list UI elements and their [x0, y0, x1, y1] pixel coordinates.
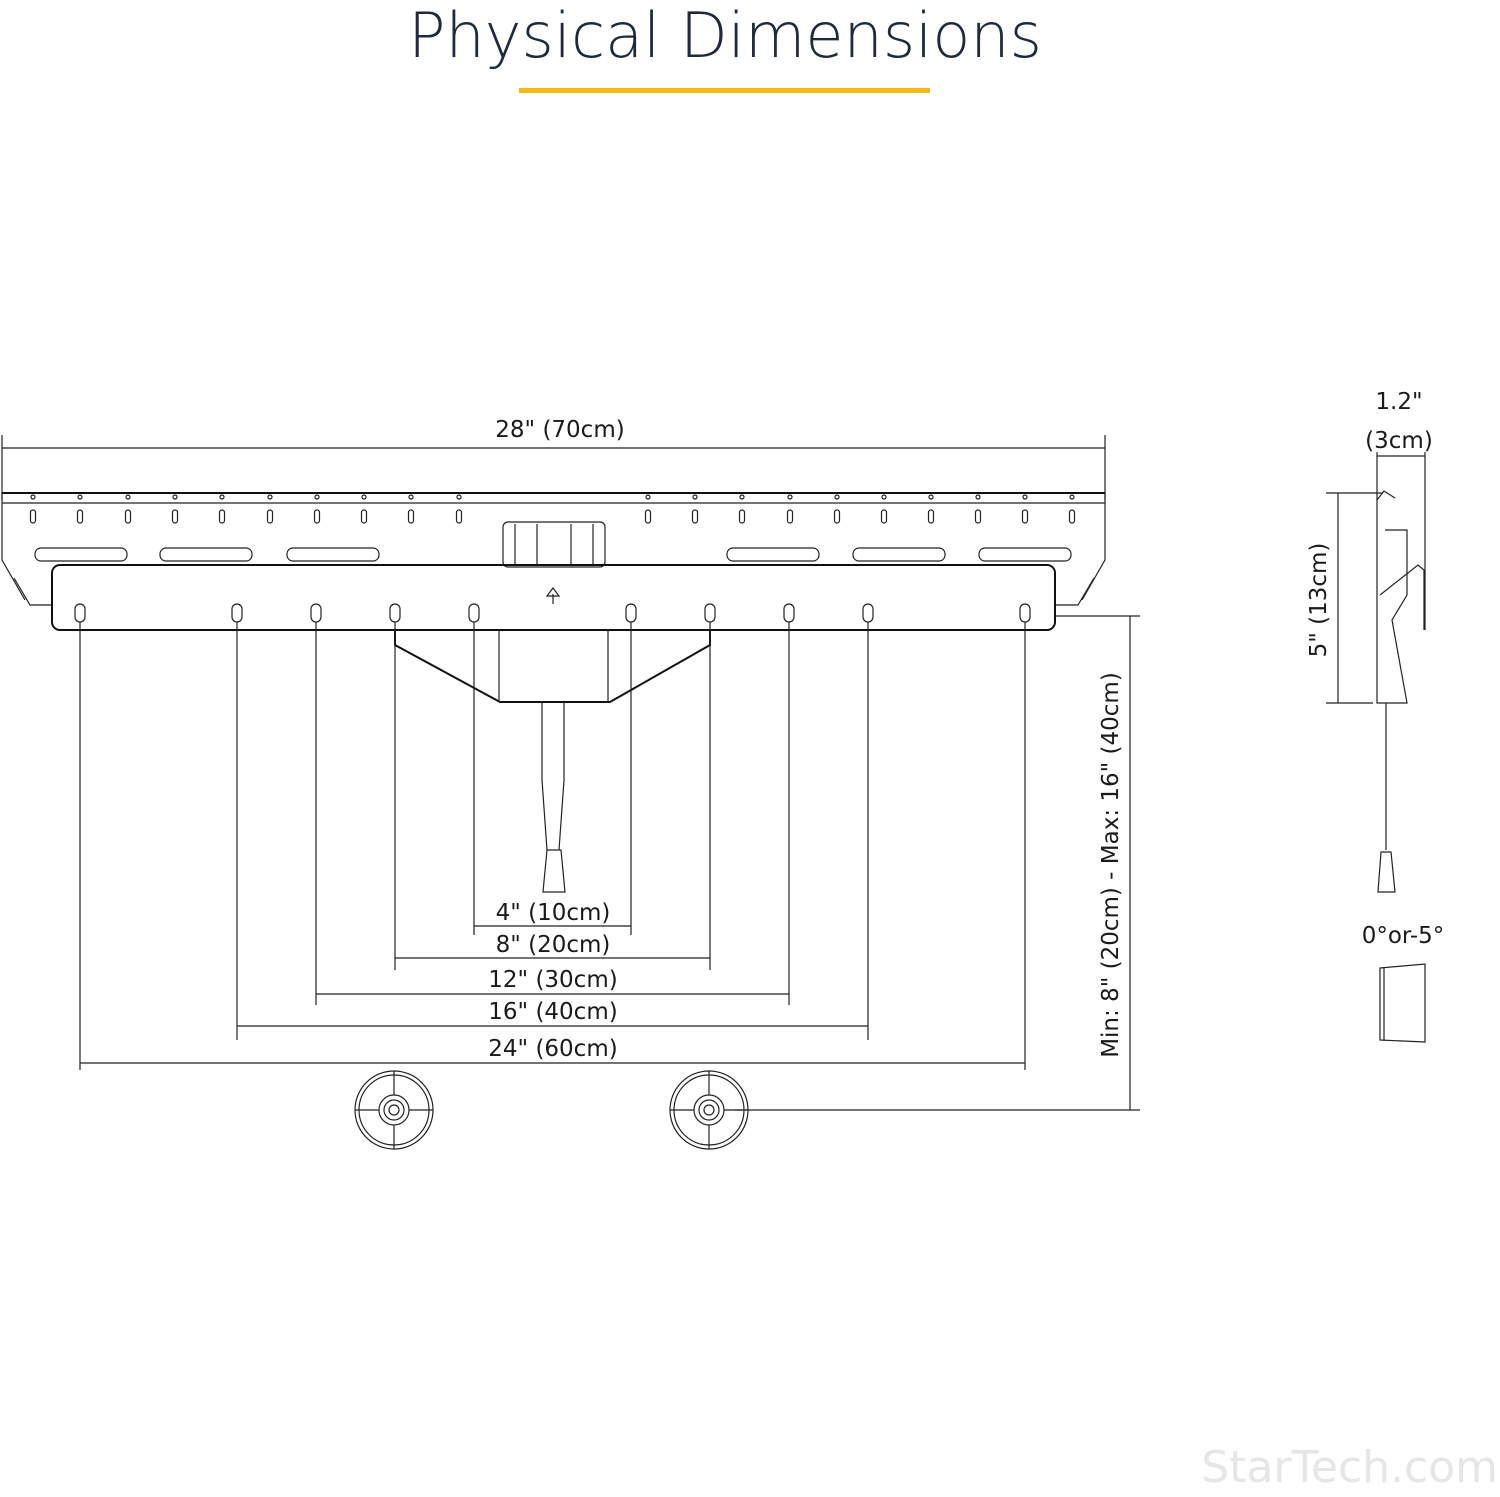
mounting-hole — [456, 494, 462, 500]
mounting-hole — [408, 494, 414, 500]
vesa-hole — [74, 603, 86, 623]
mounting-hole — [361, 494, 367, 500]
overall-width-label: 28" (70cm) — [495, 417, 624, 443]
vesa-4-label: 4" (10cm) — [496, 900, 611, 926]
mounting-slot — [833, 509, 841, 524]
depth-label-in: 1.2" — [1375, 389, 1422, 415]
wheel — [354, 1070, 434, 1150]
mounting-hole — [928, 494, 934, 500]
side-view: 1.2" (3cm) 5" (13cm) 0°or-5° — [1306, 389, 1445, 1043]
mounting-slot — [360, 509, 368, 524]
mounting-hole — [267, 494, 273, 500]
mounting-slot — [407, 509, 415, 524]
title-underline — [519, 88, 930, 93]
mounting-slot — [644, 509, 652, 524]
mounting-hole — [834, 494, 840, 500]
mounting-slot — [76, 509, 84, 524]
tv-bracket-plate — [51, 564, 1056, 1070]
wheel — [669, 1070, 749, 1150]
mounting-hole — [125, 494, 131, 500]
mounting-slot — [691, 509, 699, 524]
vesa-hole — [862, 603, 874, 623]
vesa-dimensions: 4" (10cm) 8" (20cm) 12" (30cm) 16" (40cm… — [80, 900, 1025, 1064]
mounting-slot — [1021, 509, 1029, 524]
mounting-hole — [314, 494, 320, 500]
mounting-slot — [974, 509, 982, 524]
overall-width-dimension: 28" (70cm) — [1, 417, 1106, 500]
mounting-hole — [1022, 494, 1028, 500]
wheels — [354, 1070, 749, 1150]
mounting-slot — [880, 509, 888, 524]
vesa-hole — [704, 603, 716, 623]
mounting-hole — [77, 494, 83, 500]
vertical-range-dimension: Min: 8" (20cm) - Max: 16" (40cm) — [735, 615, 1140, 1111]
vesa-hole — [310, 603, 322, 623]
vesa-hole — [389, 603, 401, 623]
mounting-hole — [645, 494, 651, 500]
mounting-slot — [171, 509, 179, 524]
page-title: Physical Dimensions — [408, 0, 1042, 72]
mounting-slot — [455, 509, 463, 524]
mounting-slot — [29, 509, 37, 524]
mounting-slot — [313, 509, 321, 524]
vesa-hole — [783, 603, 795, 623]
mounting-slot — [927, 509, 935, 524]
mounting-hole — [219, 494, 225, 500]
mounting-hole — [1069, 494, 1075, 500]
vesa-8-label: 8" (20cm) — [496, 932, 611, 958]
depth-label-cm: (3cm) — [1365, 428, 1433, 454]
startech-watermark: StarTech.com — [1201, 1442, 1498, 1493]
tilt-label: 0°or-5° — [1362, 923, 1445, 949]
vesa-12-label: 12" (30cm) — [488, 967, 617, 993]
vertical-range-label: Min: 8" (20cm) - Max: 16" (40cm) — [1098, 672, 1124, 1058]
mounting-slot — [218, 509, 226, 524]
mounting-slot — [266, 509, 274, 524]
vesa-hole — [468, 603, 480, 623]
mounting-hole — [692, 494, 698, 500]
height-label: 5" (13cm) — [1306, 543, 1332, 658]
mounting-hole — [172, 494, 178, 500]
vesa-16-label: 16" (40cm) — [488, 999, 617, 1025]
mounting-slot — [1068, 509, 1076, 524]
mounting-slot — [786, 509, 794, 524]
mounting-hole — [739, 494, 745, 500]
vesa-24-label: 24" (60cm) — [488, 1036, 617, 1062]
mounting-hole — [881, 494, 887, 500]
mounting-slot — [124, 509, 132, 524]
vesa-hole — [1019, 603, 1031, 623]
mounting-hole — [30, 494, 36, 500]
vesa-hole — [231, 603, 243, 623]
mounting-hole — [787, 494, 793, 500]
wall-plate — [1, 492, 1106, 606]
mounting-hole — [975, 494, 981, 500]
vesa-hole — [625, 603, 637, 623]
mounting-slot — [738, 509, 746, 524]
